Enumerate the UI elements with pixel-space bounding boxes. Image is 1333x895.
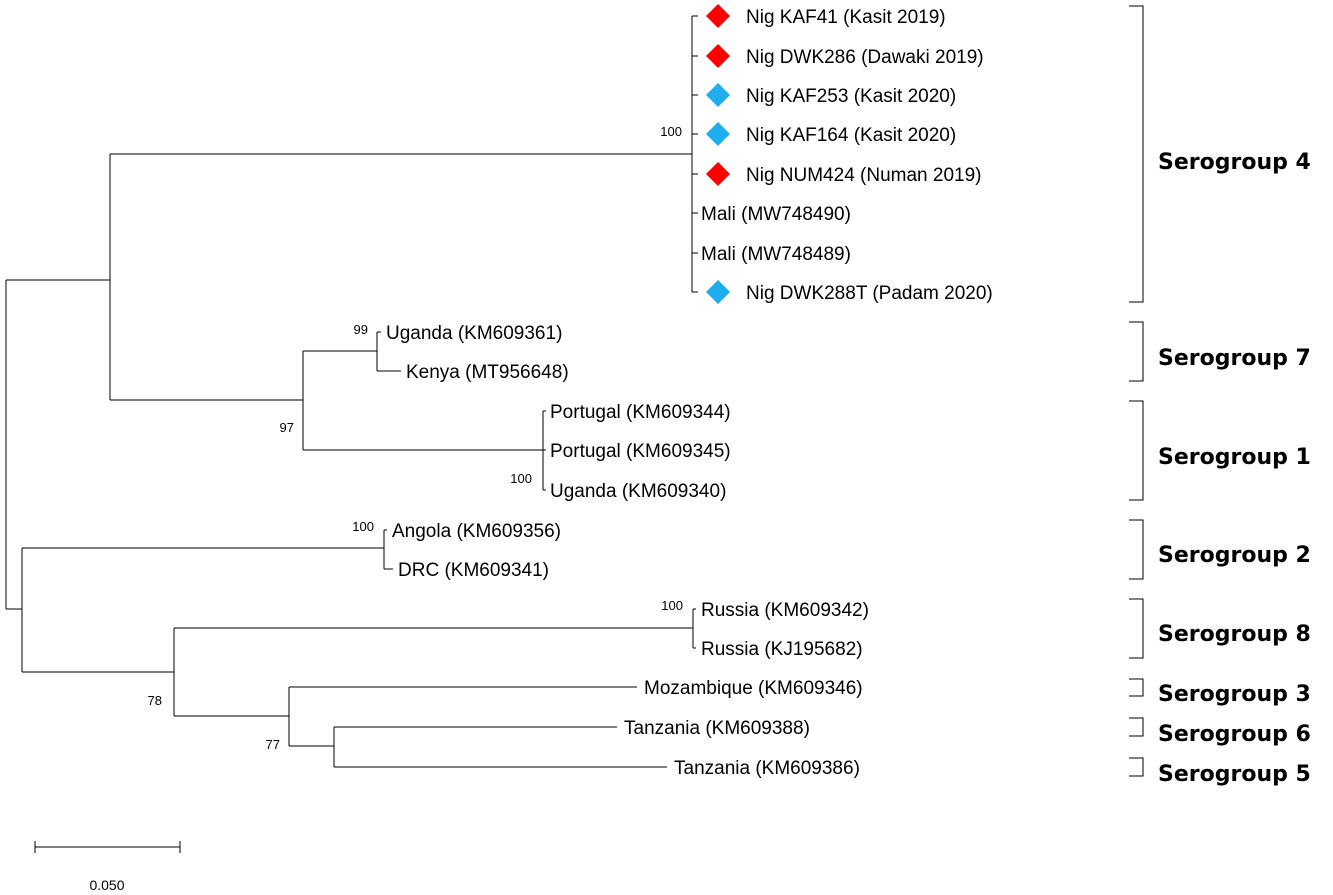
serogroup-label: Serogroup 2: [1158, 543, 1311, 568]
bracket-serogroup8: [1129, 598, 1144, 659]
serogroup-brackets: [1129, 5, 1144, 777]
bracket-serogroup6: [1129, 717, 1144, 737]
taxon-label: Kenya (MT956648): [406, 362, 569, 383]
blue-diamond-icon: [706, 83, 730, 107]
taxon-label: Mozambique (KM609346): [644, 678, 863, 699]
red-diamond-icon: [706, 162, 730, 186]
taxon-label: Nig DWK286 (Dawaki 2019): [746, 47, 984, 68]
tree-branches: [5, 15, 698, 768]
serogroup-label: Serogroup 1: [1158, 445, 1311, 470]
taxon-label: Russia (KM609342): [701, 600, 869, 621]
red-diamond-icon: [706, 44, 730, 68]
taxon-label: Russia (KJ195682): [701, 639, 863, 660]
taxon-labels: Nig KAF41 (Kasit 2019) Nig DWK286 (Dawak…: [386, 7, 993, 779]
bootstrap-value: 77: [266, 737, 280, 752]
taxon-label: Nig KAF164 (Kasit 2020): [746, 125, 956, 146]
bootstrap-values: 100 99 97 100 100 100 78 77: [148, 124, 683, 752]
taxon-label: Uganda (KM609340): [550, 481, 726, 502]
serogroup-label: Serogroup 8: [1158, 622, 1311, 647]
bracket-serogroup5: [1129, 757, 1144, 777]
taxon-label: Angola (KM609356): [392, 521, 561, 542]
bracket-serogroup3: [1129, 678, 1144, 697]
bootstrap-value: 100: [660, 124, 682, 139]
taxon-label: DRC (KM609341): [398, 560, 549, 581]
taxon-label: Nig NUM424 (Numan 2019): [746, 165, 982, 186]
serogroup-label: Serogroup 6: [1158, 722, 1311, 747]
bracket-serogroup1: [1129, 400, 1144, 501]
taxon-label: Tanzania (KM609386): [674, 758, 860, 779]
taxon-label: Uganda (KM609361): [386, 323, 562, 344]
bootstrap-value: 78: [148, 693, 162, 708]
serogroup-label: Serogroup 3: [1158, 682, 1311, 707]
serogroup-labels: Serogroup 4 Serogroup 7 Serogroup 1 Sero…: [1158, 150, 1311, 787]
bracket-serogroup7: [1129, 321, 1144, 382]
taxon-label: Nig KAF253 (Kasit 2020): [746, 86, 956, 107]
bootstrap-value: 100: [352, 519, 374, 534]
scale-bar: 0.050: [34, 841, 181, 893]
taxon-label: Portugal (KM609344): [550, 402, 731, 423]
blue-diamond-icon: [706, 122, 730, 146]
bracket-serogroup4: [1129, 5, 1144, 303]
scale-bar-label: 0.050: [89, 877, 124, 893]
bootstrap-value: 97: [280, 420, 294, 435]
taxon-label: Tanzania (KM609388): [624, 718, 810, 739]
bracket-serogroup2: [1129, 519, 1144, 580]
serogroup-label: Serogroup 4: [1158, 150, 1311, 175]
taxon-label: Portugal (KM609345): [550, 441, 731, 462]
bootstrap-value: 100: [661, 598, 683, 613]
serogroup-label: Serogroup 7: [1158, 346, 1311, 371]
bootstrap-value: 99: [354, 322, 368, 337]
serogroup-label: Serogroup 5: [1158, 762, 1311, 787]
red-diamond-icon: [706, 4, 730, 28]
taxon-label: Nig KAF41 (Kasit 2019): [746, 7, 946, 28]
taxon-label: Mali (MW748489): [701, 244, 851, 265]
blue-diamond-icon: [706, 280, 730, 304]
sample-markers: [706, 4, 730, 304]
bootstrap-value: 100: [510, 471, 532, 486]
taxon-label: Mali (MW748490): [701, 204, 851, 225]
taxon-label: Nig DWK288T (Padam 2020): [746, 283, 993, 304]
